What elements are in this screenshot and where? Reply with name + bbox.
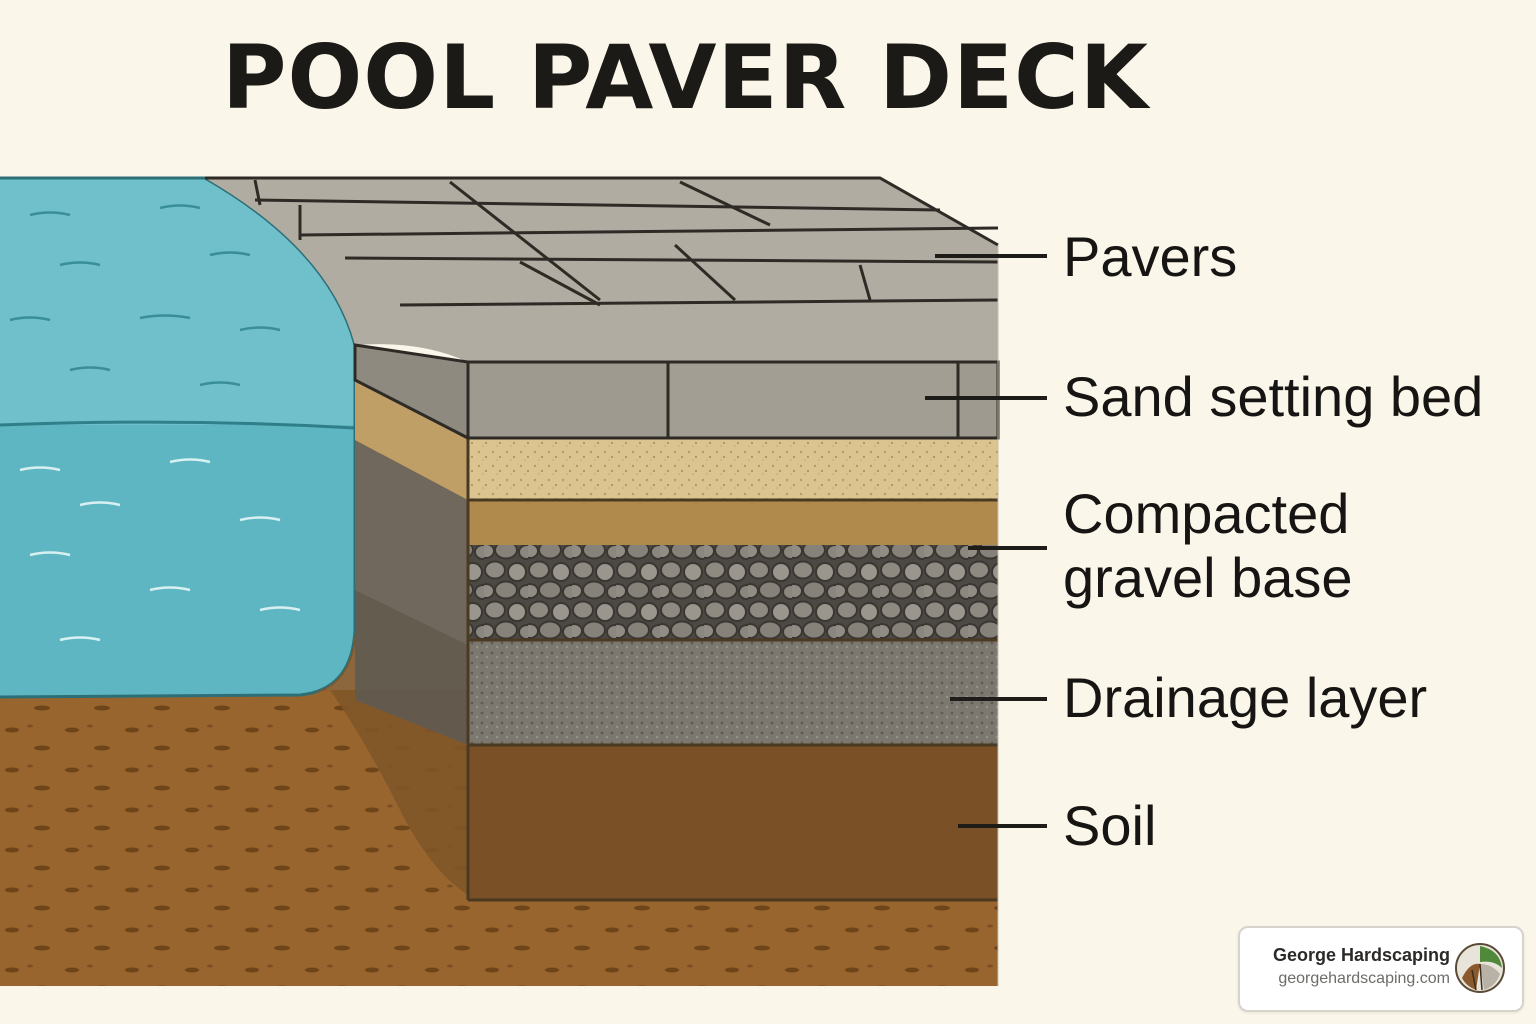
brand-name: George Hardscaping bbox=[1272, 945, 1450, 965]
brand-logo-icon bbox=[1455, 943, 1505, 993]
drainage-layer bbox=[468, 640, 998, 745]
gravel-leader-line bbox=[968, 546, 1047, 550]
label-pavers: Pavers bbox=[1063, 225, 1238, 288]
sand-layer bbox=[468, 438, 998, 500]
pool-water bbox=[0, 176, 357, 699]
diagram-title: POOL PAVER DECK bbox=[222, 26, 1149, 129]
label-drainage-layer: Drainage layer bbox=[1063, 666, 1428, 729]
pavers-leader-line bbox=[935, 254, 1047, 258]
label-compacted-gravel-base: Compacted gravel base bbox=[1063, 482, 1353, 609]
brand-card[interactable]: George Hardscaping georgehardscaping.com bbox=[1238, 926, 1524, 1012]
gravel-layer bbox=[468, 545, 998, 640]
soil-layer bbox=[468, 745, 998, 900]
drainage-leader-line bbox=[950, 697, 1047, 701]
sand-transition bbox=[468, 500, 998, 545]
brand-url[interactable]: georgehardscaping.com bbox=[1278, 970, 1450, 987]
label-soil: Soil bbox=[1063, 794, 1157, 857]
paver-surface bbox=[205, 176, 1000, 441]
label-sand-setting-bed: Sand setting bed bbox=[1063, 365, 1484, 428]
soil-leader-line bbox=[958, 824, 1047, 828]
sand-leader-line bbox=[925, 396, 1047, 400]
